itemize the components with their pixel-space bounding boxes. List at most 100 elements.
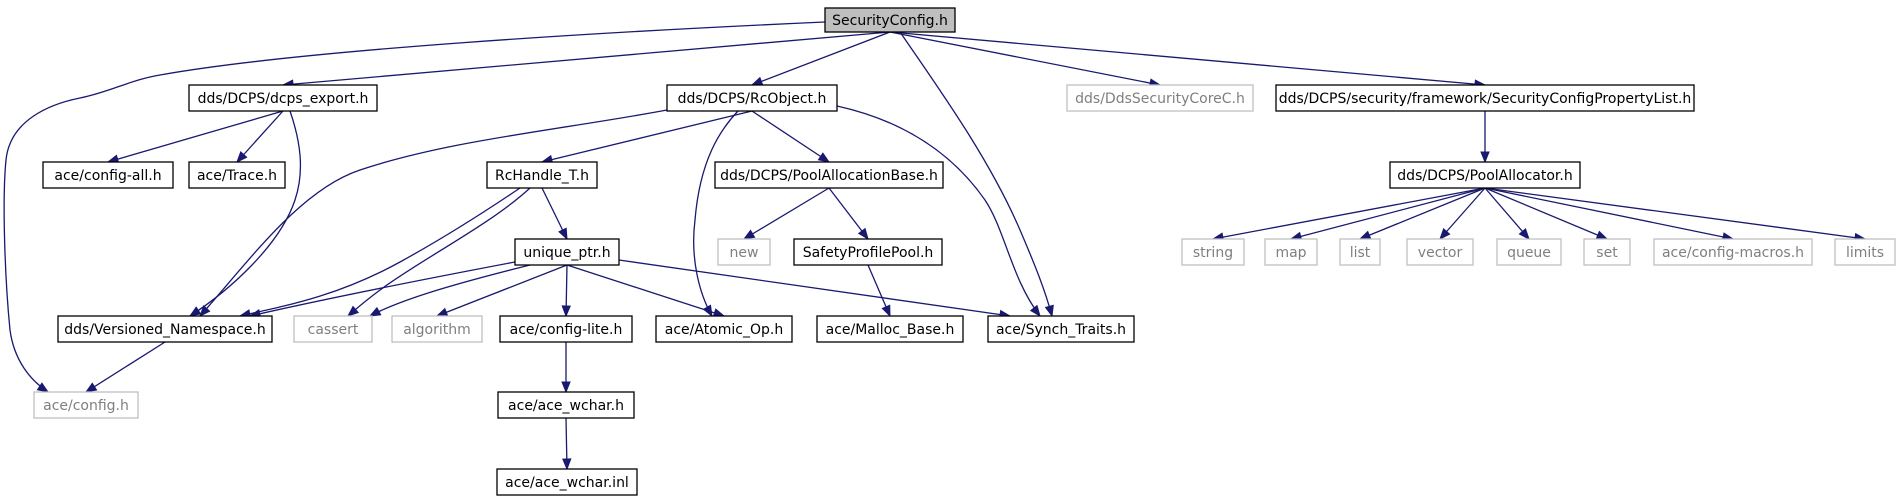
node-versioned-namespace[interactable]: dds/Versioned_Namespace.h	[57, 315, 273, 343]
dependency-edge	[562, 417, 572, 471]
node-ace-wchar-h[interactable]: ace/ace_wchar.h	[497, 391, 635, 419]
edge-line	[239, 187, 521, 317]
node-synch-traits[interactable]: ace/Synch_Traits.h	[987, 315, 1135, 343]
node-box	[293, 315, 373, 343]
edge-arrowhead	[742, 229, 756, 240]
dependency-edge	[3, 21, 826, 393]
node-label: cassert	[308, 322, 359, 338]
edge-line	[889, 31, 1161, 86]
dependency-edge	[199, 109, 668, 318]
edge-line	[1484, 187, 1530, 240]
edge-arrowhead	[1480, 151, 1490, 164]
node-label: algorithm	[403, 322, 471, 338]
node-cassert: cassert	[293, 315, 373, 343]
edge-arrowhead	[1029, 304, 1041, 318]
node-dds-security-core-c: dds/DdsSecurityCoreC.h	[1066, 84, 1254, 112]
node-box	[486, 161, 598, 189]
dependency-edge	[281, 31, 891, 89]
node-label: dds/DCPS/PoolAllocator.h	[1397, 168, 1572, 184]
edge-arrowhead	[188, 306, 202, 317]
node-config-lite[interactable]: ace/config-lite.h	[499, 315, 633, 343]
node-box	[57, 315, 273, 343]
node-rcobject[interactable]: dds/DCPS/RcObject.h	[666, 84, 838, 112]
dependency-edge	[541, 187, 568, 241]
edge-line	[1484, 187, 1608, 240]
node-box	[714, 161, 944, 189]
node-box	[33, 391, 139, 419]
node-pool-allocation-base[interactable]: dds/DCPS/PoolAllocationBase.h	[714, 161, 944, 189]
node-box	[514, 238, 620, 266]
node-box	[1275, 84, 1695, 112]
node-box	[1389, 161, 1581, 189]
node-queue: queue	[1496, 238, 1562, 266]
dependency-edge	[1358, 187, 1486, 240]
edge-line	[1484, 187, 1734, 240]
node-label: ace/config-macros.h	[1662, 245, 1804, 261]
node-label: ace/Synch_Traits.h	[996, 322, 1126, 338]
edge-line	[899, 31, 1053, 317]
node-box	[655, 315, 793, 343]
node-security-config[interactable]: SecurityConfig.h	[824, 7, 956, 33]
edge-arrowhead	[561, 381, 571, 394]
node-label: queue	[1507, 245, 1551, 261]
edge-arrowhead	[346, 305, 360, 317]
node-label: RcHandle_T.h	[495, 168, 589, 184]
node-box	[1496, 238, 1562, 266]
node-dcps-export[interactable]: dds/DCPS/dcps_export.h	[188, 84, 378, 112]
node-box	[1653, 238, 1813, 266]
dependency-edge	[346, 187, 531, 317]
edge-line	[541, 110, 753, 163]
node-set: set	[1583, 238, 1631, 266]
node-trace[interactable]: ace/Trace.h	[188, 161, 286, 189]
edge-line	[618, 259, 1011, 317]
node-box	[188, 84, 378, 112]
node-box	[499, 315, 633, 343]
node-label: set	[1596, 245, 1618, 261]
dependency-edge	[561, 342, 571, 394]
edge-line	[751, 110, 830, 163]
node-unique-ptr[interactable]: unique_ptr.h	[514, 238, 620, 266]
node-security-config-property-list[interactable]: dds/DCPS/security/framework/SecurityConf…	[1275, 84, 1695, 112]
edge-arrowhead	[817, 152, 831, 163]
node-box	[42, 161, 174, 189]
node-label: dds/DdsSecurityCoreC.h	[1075, 91, 1245, 107]
dependency-edge	[106, 110, 284, 164]
node-box	[793, 238, 943, 266]
edge-line	[282, 31, 891, 86]
node-ace-wchar-inl[interactable]: ace/ace_wchar.inl	[496, 468, 638, 496]
node-pool-allocator[interactable]: dds/DCPS/PoolAllocator.h	[1389, 161, 1581, 189]
dependency-edge	[889, 31, 1487, 89]
dependency-edge	[188, 110, 302, 317]
dependency-edge	[1439, 187, 1486, 241]
edge-line	[107, 110, 284, 163]
node-box	[1406, 238, 1474, 266]
edge-arrowhead	[750, 76, 764, 86]
dependency-edge	[750, 31, 891, 86]
dependency-edge	[566, 264, 726, 318]
node-box	[1339, 238, 1381, 266]
node-label: dds/DCPS/dcps_export.h	[198, 91, 369, 107]
node-label: limits	[1846, 245, 1884, 261]
edge-arrowhead	[236, 151, 248, 163]
node-new: new	[717, 238, 771, 266]
dependency-edge	[540, 110, 753, 165]
edge-line	[236, 110, 284, 163]
node-box	[717, 238, 771, 266]
edge-arrowhead	[1518, 227, 1530, 241]
node-box	[1834, 238, 1896, 266]
node-box	[497, 391, 635, 419]
node-safety-profile-pool[interactable]: SafetyProfilePool.h	[793, 238, 943, 266]
node-vector: vector	[1406, 238, 1474, 266]
node-box	[816, 315, 964, 343]
edge-line	[347, 187, 531, 317]
edge-line	[889, 31, 1486, 86]
edge-line	[743, 187, 830, 240]
dependency-edge	[84, 341, 166, 393]
node-malloc-base[interactable]: ace/Malloc_Base.h	[816, 315, 964, 343]
node-label: dds/DCPS/RcObject.h	[678, 91, 827, 107]
node-config-all[interactable]: ace/config-all.h	[42, 161, 174, 189]
node-rchandle-t[interactable]: RcHandle_T.h	[486, 161, 598, 189]
node-atomic-op[interactable]: ace/Atomic_Op.h	[655, 315, 793, 343]
edge-line	[693, 110, 739, 317]
